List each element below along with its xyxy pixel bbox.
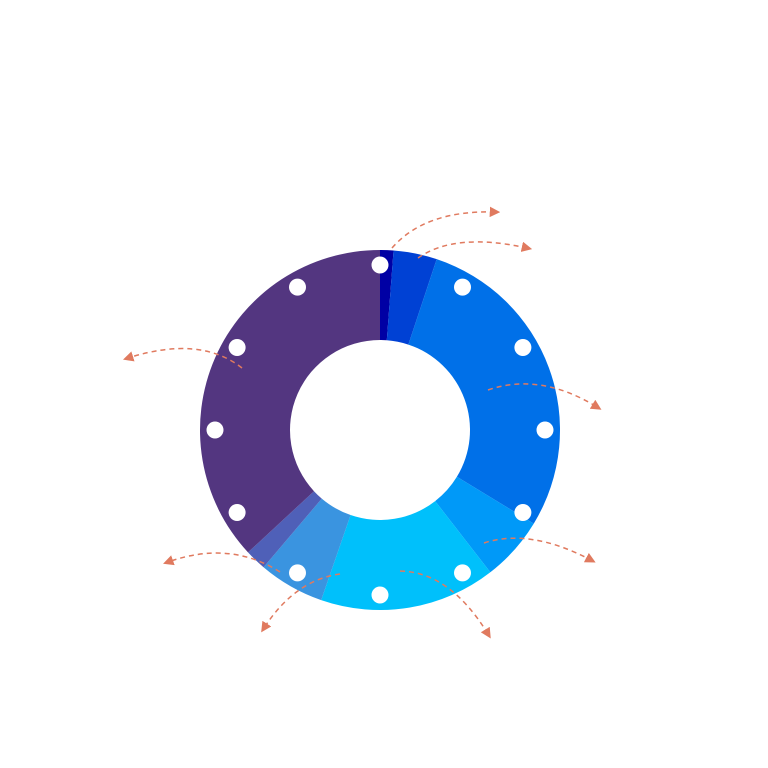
ring-marker-12 — [289, 278, 306, 296]
annotation-arrow-5 — [399, 570, 491, 639]
donut-slice-3 — [408, 259, 560, 524]
ring-marker-7 — [371, 586, 389, 604]
ring-marker-1 — [371, 256, 389, 274]
donut-slices — [199, 250, 560, 610]
ring-markers — [206, 256, 554, 604]
donut-slice-4 — [435, 476, 534, 573]
annotation-arrow-1 — [391, 206, 501, 249]
annotation-arrow-7 — [163, 552, 281, 573]
annotation-arrow-2 — [417, 241, 533, 259]
ring-marker-10 — [206, 421, 224, 439]
annotation-arrow-3 — [487, 383, 602, 410]
donut-slice-2 — [386, 250, 437, 345]
annotation-arrow-4 — [483, 537, 596, 563]
ring-marker-3 — [514, 339, 532, 356]
annotation-arrows — [122, 206, 602, 639]
ring-marker-5 — [514, 504, 532, 521]
annotation-arrow-6 — [261, 573, 341, 633]
ring-marker-6 — [454, 564, 471, 582]
donut-slice-6 — [263, 498, 351, 601]
ring-marker-8 — [289, 564, 306, 582]
ring-marker-11 — [228, 339, 246, 356]
ring-marker-4 — [536, 421, 554, 439]
ring-marker-2 — [454, 278, 471, 296]
donut-slice-5 — [321, 501, 491, 610]
ring-marker-9 — [228, 504, 246, 521]
donut-slice-7 — [248, 491, 322, 568]
annotation-arrow-8 — [122, 347, 243, 369]
donut-slice-8 — [199, 250, 380, 553]
